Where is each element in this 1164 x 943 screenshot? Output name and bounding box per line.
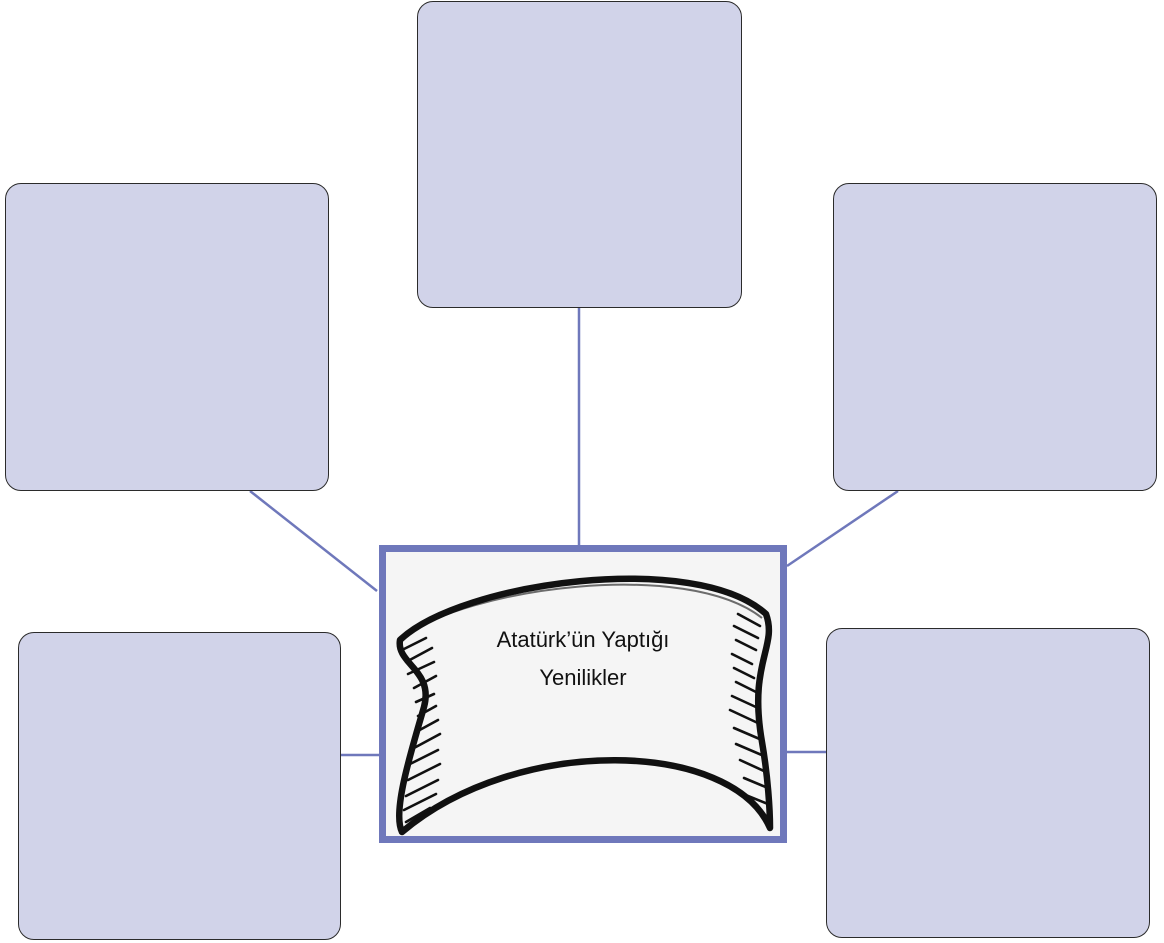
box-upper-right[interactable] xyxy=(833,183,1157,491)
box-top[interactable] xyxy=(417,1,742,308)
center-topic-title: Atatürk’ün Yaptığı Yenilikler xyxy=(426,621,740,697)
center-topic-frame: Atatürk’ün Yaptığı Yenilikler xyxy=(379,545,787,843)
scroll-banner-icon xyxy=(396,575,774,836)
box-lower-left[interactable] xyxy=(18,632,341,940)
connector-upper-right xyxy=(786,489,899,568)
center-title-line-2: Yenilikler xyxy=(539,665,627,690)
center-title-line-1: Atatürk’ün Yaptığı xyxy=(496,627,670,652)
connector-upper-left xyxy=(249,490,378,592)
box-lower-right[interactable] xyxy=(826,628,1150,938)
box-upper-left[interactable] xyxy=(5,183,329,491)
